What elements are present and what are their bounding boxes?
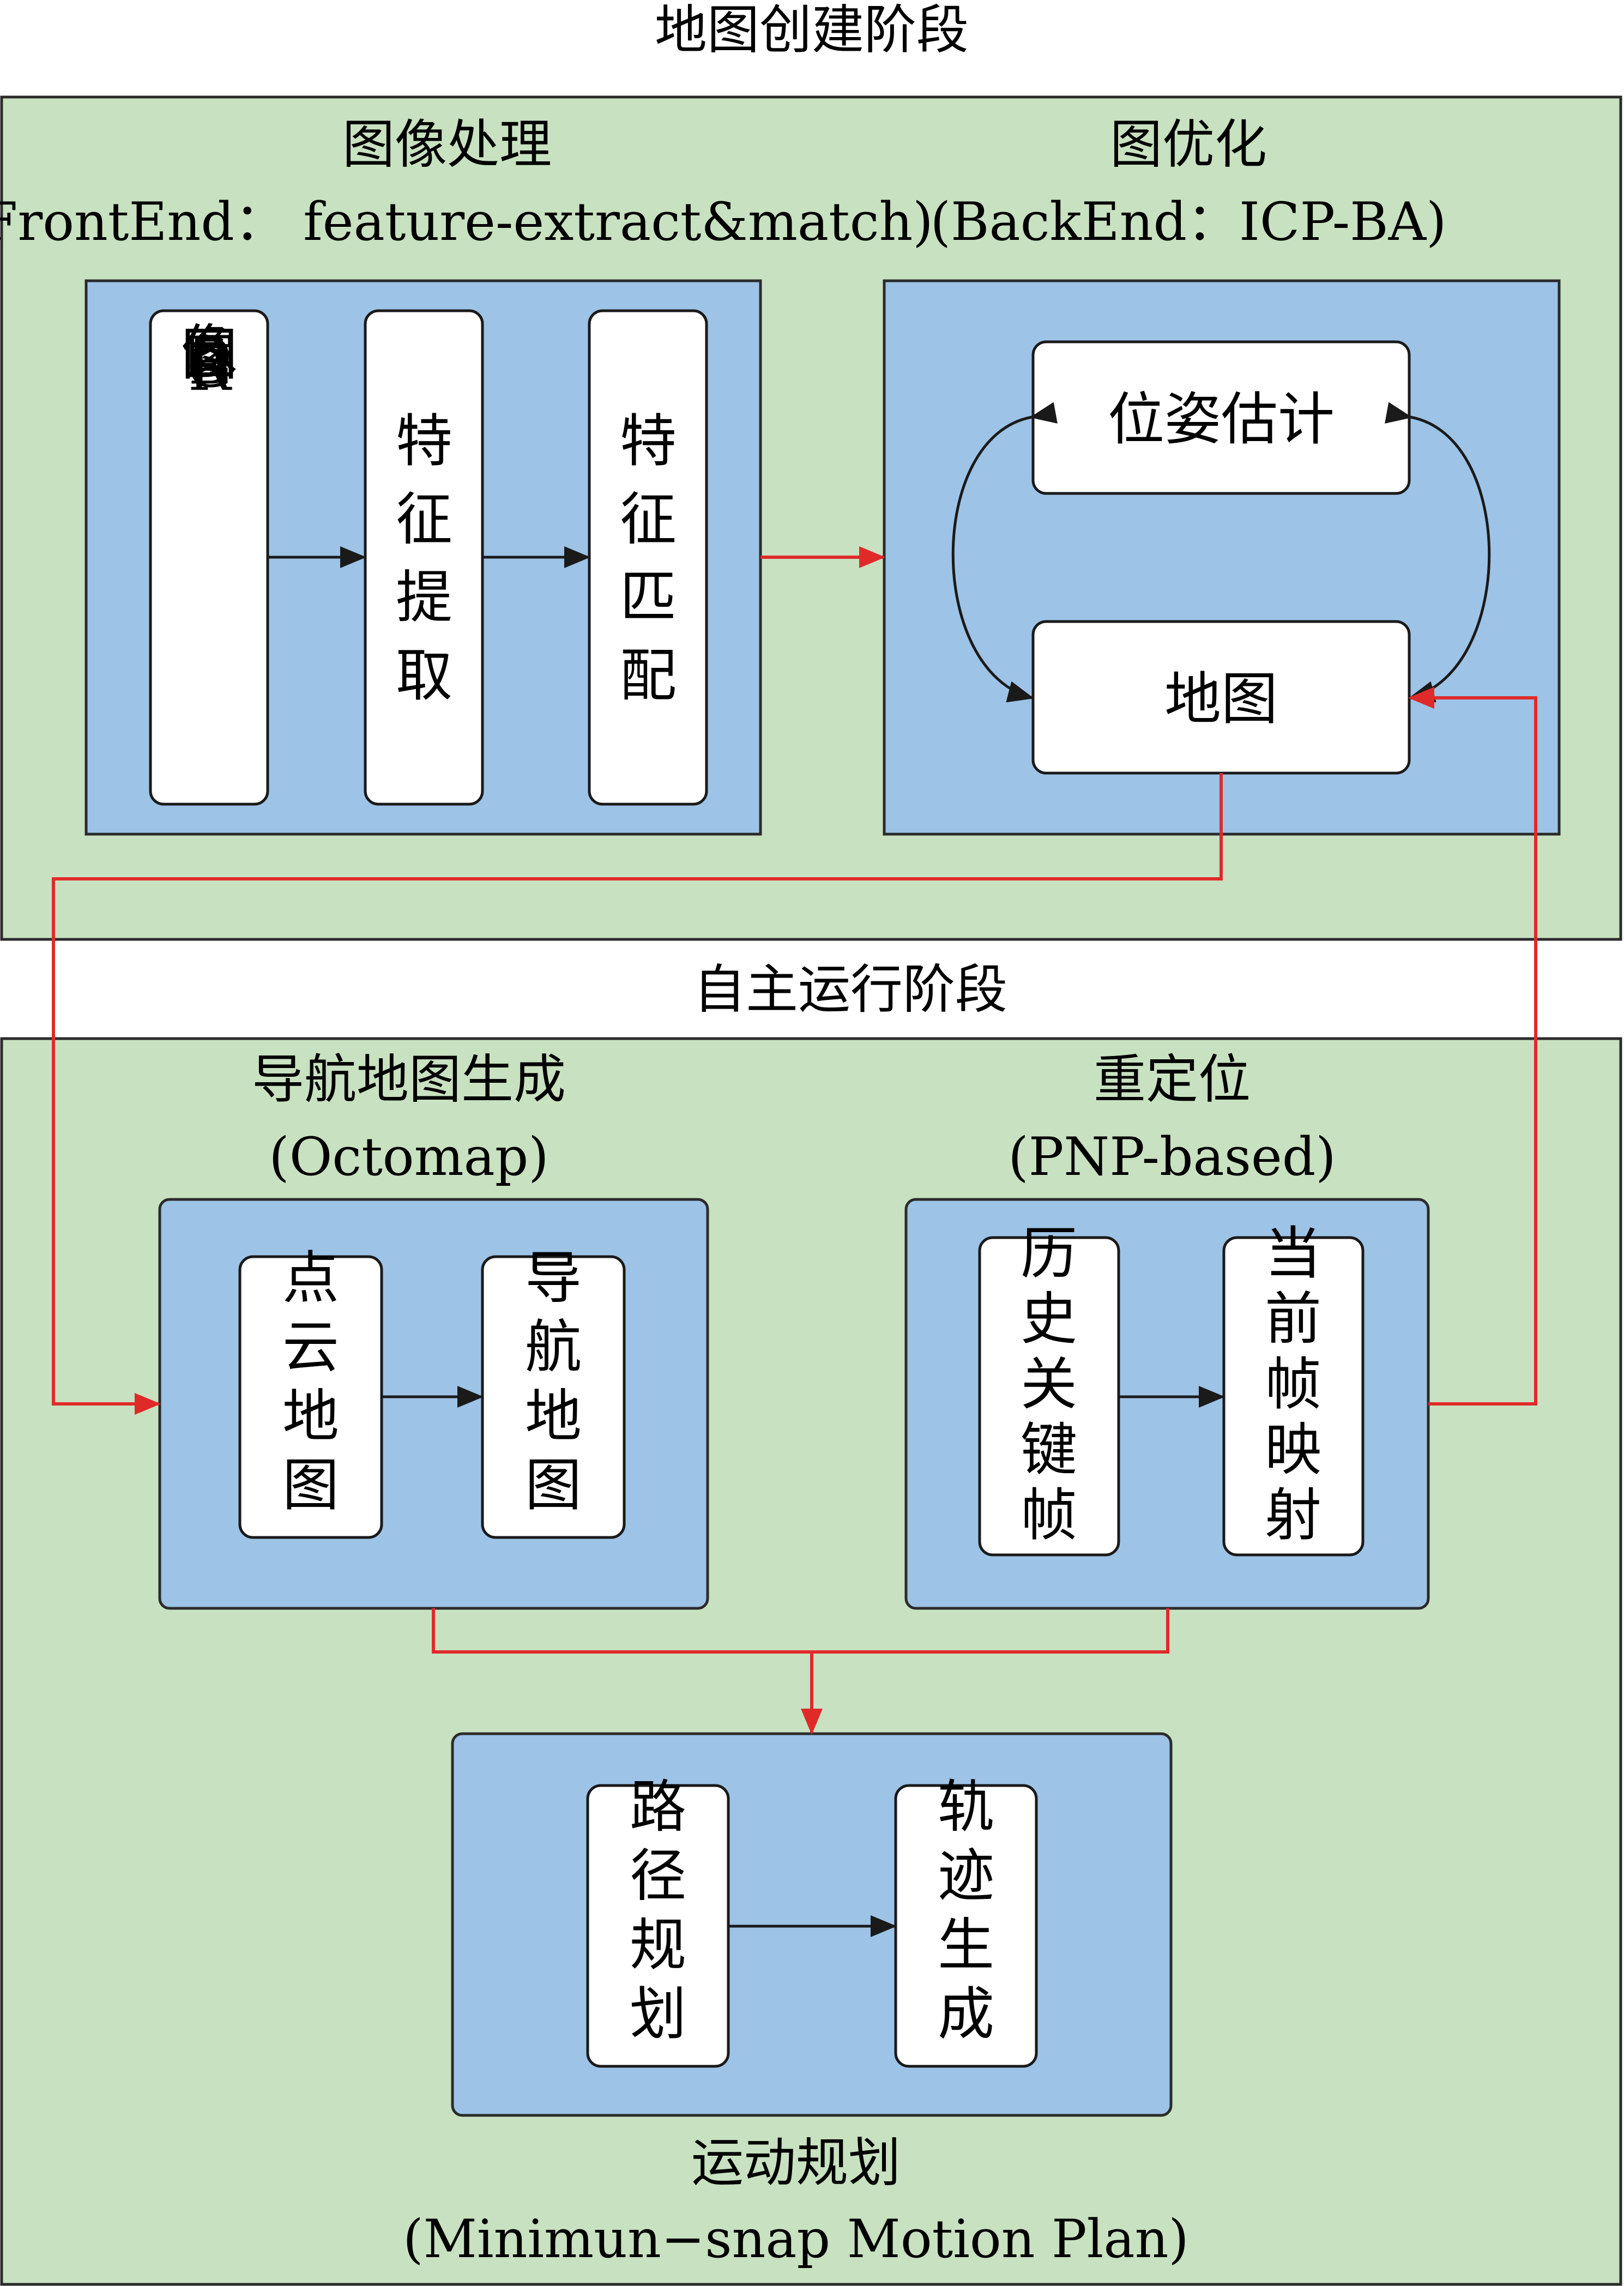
node-path-planning-label: 路径规划	[630, 1774, 686, 2047]
arrow-reloc-to-map	[1408, 687, 1537, 1406]
node-map-label: 地图	[1164, 666, 1278, 732]
motion-group: 路径规划 轨迹生成 运动规划 (Minimun−snap Motion Plan…	[403, 1732, 1189, 2270]
node-feature-extract-label: 特征提取	[396, 408, 452, 709]
node-point-cloud-map-label: 点云地图	[282, 1245, 339, 1518]
backend-group: 图优化 (BackEnd：ICP-BA) 位姿估计 地图	[883, 114, 1561, 836]
node-current-frame-mapping-label: 当前帧映射	[1265, 1220, 1321, 1548]
stage2-title: 自主运行阶段	[693, 959, 1007, 1020]
backend-subtitle: (BackEnd：ICP-BA)	[930, 191, 1446, 252]
node-navigation-map-label: 导航地图	[525, 1245, 582, 1518]
arrow-merge-line	[432, 1608, 1169, 1654]
arrow-pose-map-right	[1385, 402, 1491, 703]
frontend-group: 图像处理 (FrontEnd： feature-extract&match) R…	[0, 114, 933, 836]
node-rgbd-image-label: RGB-D图像	[181, 318, 238, 403]
node-trajectory-generation-label: 轨迹生成	[938, 1774, 994, 2047]
node-pose-estimation-label: 位姿估计	[1108, 386, 1335, 453]
frontend-subtitle: (FrontEnd： feature-extract&match)	[0, 191, 933, 252]
node-feature-match-label: 特征匹配	[620, 408, 677, 709]
backend-title: 图优化	[1110, 114, 1267, 175]
node-feature-match	[588, 309, 708, 806]
motion-title: 运动规划	[691, 2132, 901, 2193]
navmap-group: 导航地图生成 (Octomap) 点云地图 导航地图	[158, 1049, 709, 1610]
motion-panel	[451, 1732, 1173, 2117]
stage1-title: 地图创建阶段	[655, 0, 969, 61]
node-feature-extract	[364, 309, 484, 806]
motion-subtitle: (Minimun−snap Motion Plan)	[403, 2209, 1189, 2270]
arrow-pose-map-left	[951, 402, 1058, 703]
reloc-title: 重定位	[1094, 1049, 1251, 1110]
arrow-map-to-navmap	[52, 773, 1223, 1415]
node-history-keyframes-label: 历史关键帧	[1021, 1220, 1077, 1548]
navmap-title: 导航地图生成	[252, 1049, 566, 1110]
navmap-subtitle: (Octomap)	[269, 1126, 548, 1187]
frontend-title: 图像处理	[342, 114, 552, 175]
reloc-subtitle: (PNP-based)	[1008, 1126, 1336, 1187]
